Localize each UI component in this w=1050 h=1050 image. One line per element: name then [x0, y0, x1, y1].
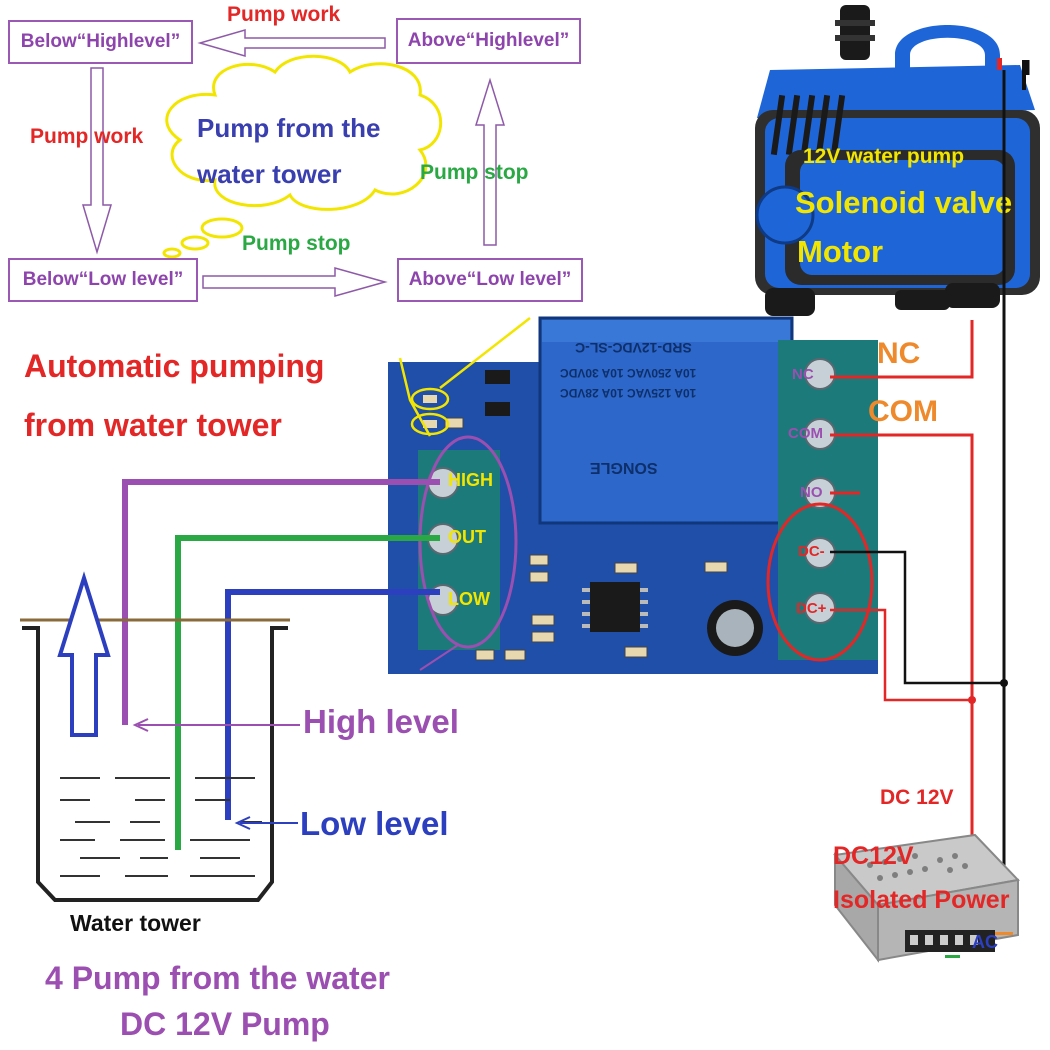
terminal-label-out: OUT	[448, 527, 486, 547]
pump-handle	[895, 25, 1000, 75]
terminal-label-dc-plus: DC+	[796, 600, 827, 617]
wire-nc	[830, 320, 974, 379]
low-level-label: Low level	[300, 805, 449, 842]
arrow-pump-work-left	[81, 67, 113, 255]
thought-cloud	[162, 54, 443, 259]
wire-com	[830, 433, 974, 850]
ic-chip	[590, 582, 640, 632]
transition-label-bottom: Pump stop	[242, 232, 351, 255]
tank-name-label: Water tower	[70, 910, 201, 936]
cloud-text: Pump from the water tower	[197, 113, 381, 189]
relay-label-com: COM	[868, 395, 938, 428]
power-supply-image	[833, 833, 1021, 963]
pump-label-1: 12V water pump	[803, 145, 965, 168]
wire-low	[225, 589, 440, 820]
psu-label-1: DC12V	[833, 842, 914, 870]
transition-label-right: Pump stop	[420, 161, 529, 184]
terminal-label-nc: NC	[792, 366, 814, 383]
water-tank	[20, 571, 290, 902]
high-level-label: High level	[303, 703, 459, 740]
caption-line-2: DC 12V Pump	[120, 1006, 330, 1042]
arrow-pump-stop-right	[474, 77, 506, 246]
terminal-label-com: COM	[788, 425, 823, 442]
up-arrow	[57, 571, 111, 737]
wire-high	[122, 479, 440, 725]
title-line-1: Automatic pumping	[24, 348, 325, 384]
relay-label-nc: NC	[877, 337, 921, 370]
transition-label-top: Pump work	[227, 3, 341, 26]
state-below-high-level: Below“Highlevel”	[8, 20, 193, 64]
state-above-low-level: Above“Low level”	[397, 258, 583, 302]
wire-dc-plus	[830, 608, 972, 702]
state-above-high-level: Above“Highlevel”	[396, 18, 581, 64]
pump-outlet-pipe	[840, 5, 870, 60]
psu-label-2: Isolated Power	[833, 886, 1010, 914]
wire-dc-minus	[830, 550, 1004, 685]
terminal-label-high: HIGH	[448, 470, 493, 490]
state-diagram-arrows	[81, 29, 506, 297]
state-below-low-level: Below“Low level”	[8, 258, 198, 302]
arrow-pump-stop-bottom	[202, 267, 388, 297]
terminal-label-low: LOW	[448, 589, 490, 609]
transition-label-left: Pump work	[30, 125, 144, 148]
pump-label-2: Solenoid valve	[795, 185, 1013, 220]
wire-out	[175, 535, 440, 850]
pump-label-3: Motor	[797, 234, 884, 269]
ac-label: AC	[972, 932, 998, 952]
water-pump-image	[755, 5, 1040, 316]
terminal-label-no: NO	[800, 484, 823, 501]
dc-12v-label: DC 12V	[880, 786, 954, 809]
caption-line-1: 4 Pump from the water	[45, 960, 390, 996]
terminal-label-dc-minus: DC-	[798, 543, 825, 560]
title-line-2: from water tower	[24, 407, 282, 443]
arrow-pump-work-top	[197, 29, 386, 57]
relay-module-board	[388, 316, 878, 674]
